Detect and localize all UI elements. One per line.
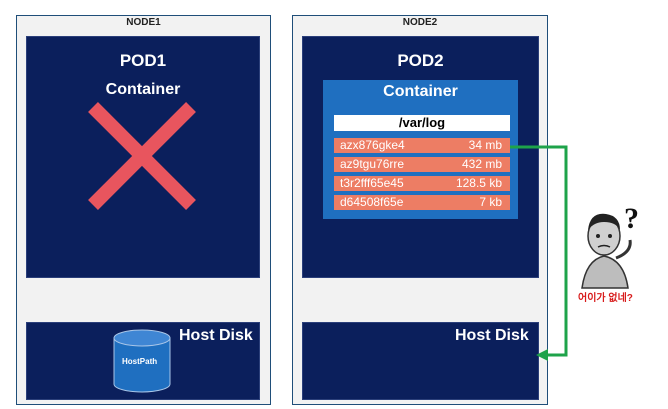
hostpath-cylinder-icon	[113, 329, 171, 393]
log-file-row: t3r2fff65e45 128.5 kb	[334, 176, 510, 191]
node2-host-disk: Host Disk	[302, 322, 539, 400]
log-file-size: 34 mb	[468, 138, 502, 152]
log-file-row: d64508f65e 7 kb	[334, 195, 510, 210]
log-file-size: 432 mb	[461, 157, 502, 171]
log-file-row: az9tgu76rre 432 mb	[334, 157, 510, 172]
node1-label: NODE1	[126, 17, 161, 28]
log-file-name: azx876gke4	[340, 138, 405, 152]
log-file-name: az9tgu76rre	[340, 157, 405, 171]
node2: NODE2 POD2 Container /var/log azx876gke4…	[292, 15, 548, 405]
node1-host-disk: Host Disk HostPath	[26, 322, 260, 400]
node2-host-disk-label: Host Disk	[455, 327, 529, 344]
log-file-size: 128.5 kb	[455, 176, 502, 190]
log-file-name: t3r2fff65e45	[340, 176, 404, 190]
hostpath-label: HostPath	[122, 357, 158, 366]
node2-label: NODE2	[402, 17, 438, 28]
pod2: POD2 Container /var/log azx876gke4 34 mb…	[302, 36, 539, 278]
pod2-container: Container /var/log azx876gke4 34 mb az9t…	[323, 80, 518, 219]
log-mount-path: /var/log	[334, 115, 510, 131]
svg-text:?: ?	[624, 202, 639, 235]
confused-person-icon: ?	[581, 202, 639, 289]
log-file-name: d64508f65e	[340, 195, 404, 209]
node1: NODE1 POD1 Container Host Disk HostPath	[16, 15, 271, 405]
pod2-container-label: Container	[383, 83, 458, 100]
log-file-size: 7 kb	[479, 195, 502, 209]
pod2-title: POD2	[397, 51, 444, 70]
pod1-container-label: Container	[105, 81, 181, 98]
node1-host-disk-label: Host Disk	[179, 327, 253, 344]
pod1-title: POD1	[119, 51, 167, 70]
pod1: POD1 Container	[26, 36, 260, 278]
question-caption: 어이가 없네?	[578, 293, 633, 304]
log-file-row: azx876gke4 34 mb	[334, 138, 510, 153]
deleted-cross-icon	[88, 102, 196, 210]
